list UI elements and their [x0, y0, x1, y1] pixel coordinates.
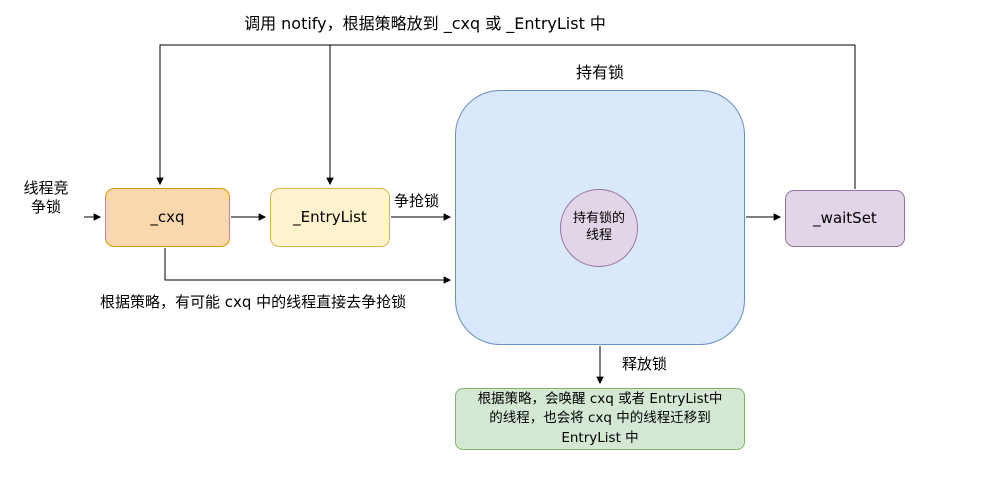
entrylist-node: _EntryList	[270, 188, 390, 247]
release-lock-label: 释放锁	[622, 355, 668, 373]
cxq-direct-contend-arrow	[164, 248, 452, 284]
release-note-box: 根据策略，会唤醒 cxq 或者 EntryList中 的线程，也会将 cxq 中…	[455, 388, 745, 450]
thread-compete-label: 线程竞 争锁	[23, 179, 69, 216]
holder-thread-circle: 持有锁的 线程	[560, 189, 638, 267]
lock-holder-container: 持有锁的 线程	[455, 90, 745, 345]
contend-lock-label: 争抢锁	[394, 192, 440, 210]
notify-strategy-label: 调用 notify，根据策略放到 _cxq 或 _EntryList 中	[244, 14, 606, 33]
cxq-node: _cxq	[105, 188, 230, 247]
cxq-strategy-label: 根据策略，有可能 cxq 中的线程直接去争抢锁	[100, 293, 407, 311]
holder-title-label: 持有锁	[575, 63, 624, 82]
waitset-node: _waitSet	[785, 190, 905, 247]
waitset-notify-to-cxq-arrow	[156, 44, 856, 189]
